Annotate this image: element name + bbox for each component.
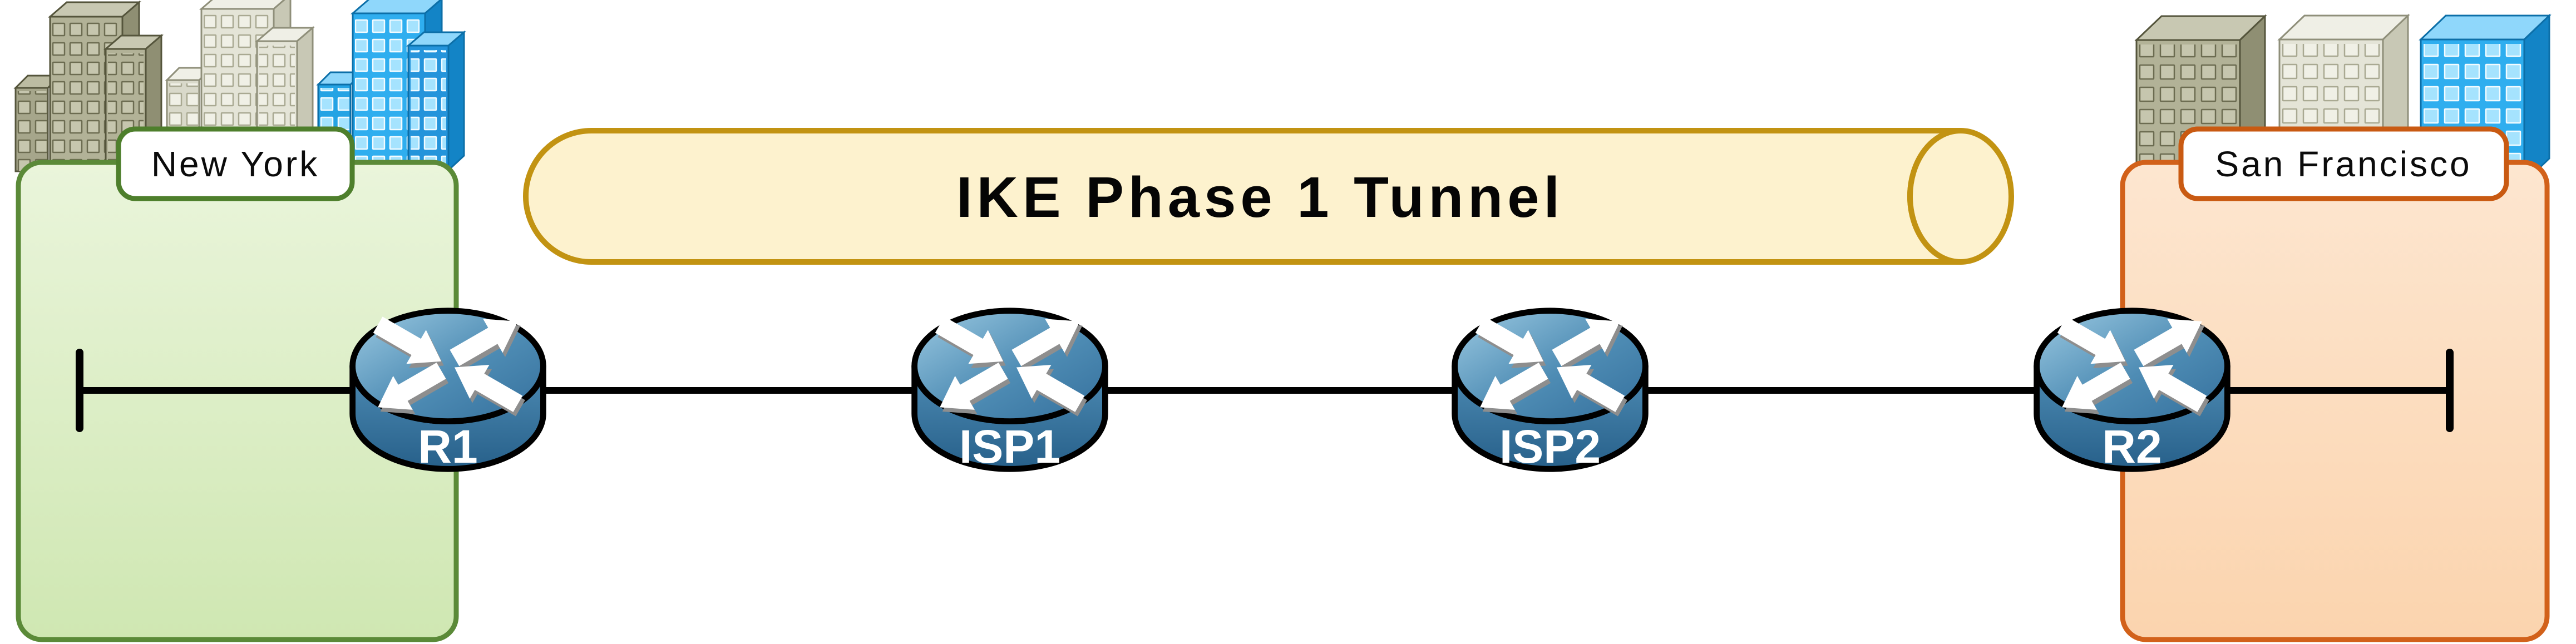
- tunnel-end-cap: [1907, 128, 2014, 265]
- site-label-box-new-york: [116, 126, 355, 201]
- site-label-new-york: New York: [116, 126, 355, 201]
- site-label-box-san-francisco: [2178, 126, 2509, 201]
- router-isp1: ISP1: [915, 304, 1106, 473]
- router-isp1-label: ISP1: [959, 420, 1060, 473]
- site-label-text-new-york: New York: [151, 144, 319, 184]
- router-r2: R2: [2037, 304, 2228, 473]
- router-r1-label: R1: [418, 420, 477, 473]
- site-label-san-francisco: San Francisco: [2178, 126, 2509, 201]
- router-isp2: ISP2: [1455, 304, 1646, 473]
- router-isp2-label: ISP2: [1499, 420, 1601, 473]
- tunnel-label: IKE Phase 1 Tunnel: [956, 165, 1564, 229]
- router-r2-label: R2: [2102, 420, 2162, 473]
- router-r1: R1: [353, 304, 544, 473]
- tunnel-shape: IKE Phase 1 Tunnel: [523, 128, 2014, 265]
- site-label-text-san-francisco: San Francisco: [2215, 144, 2471, 184]
